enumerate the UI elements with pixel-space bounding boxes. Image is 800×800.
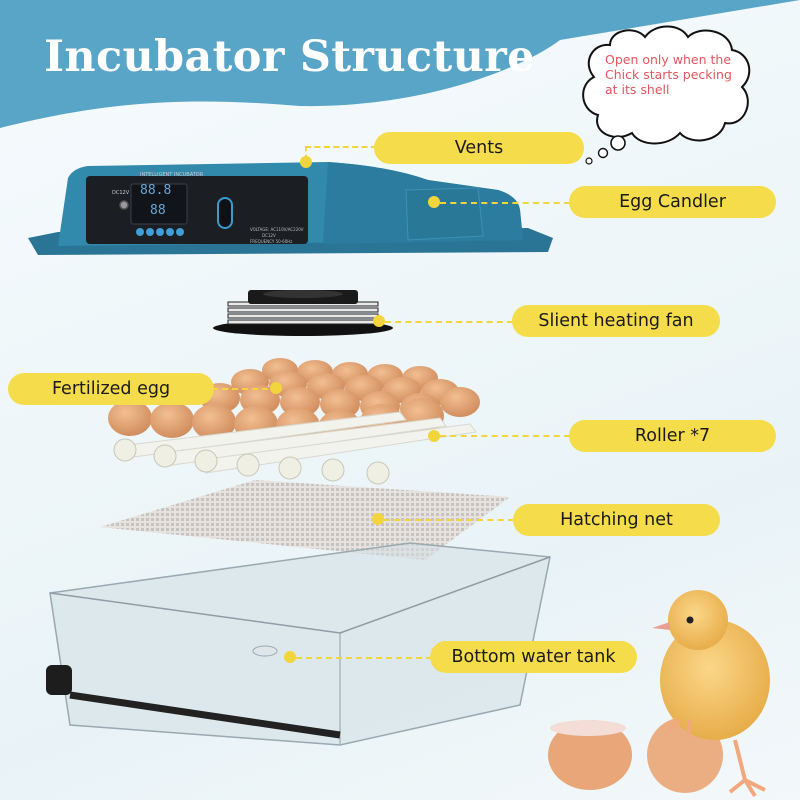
vents-leader-h xyxy=(305,146,377,148)
humidity-display: 88 xyxy=(150,203,166,218)
heating-fan-marker xyxy=(373,315,385,327)
thought-bubble-text: Open only when the Chick starts pecking … xyxy=(605,52,732,97)
vents-leader-v xyxy=(305,146,307,160)
hatching-net-leader xyxy=(384,519,514,521)
vents-marker xyxy=(300,156,312,168)
spec-line-2: DC12V xyxy=(262,233,276,238)
spec-line-1: VOLTAGE: AC110V/AC220V xyxy=(250,227,304,232)
water-tank-marker xyxy=(284,651,296,663)
callout-vents: Vents xyxy=(374,132,584,164)
fertilized-egg-leader xyxy=(212,388,278,390)
incubator-lid xyxy=(28,162,553,255)
roller-marker xyxy=(428,430,440,442)
callout-hatching-net: Hatching net xyxy=(513,504,720,536)
spec-line-3: FREQUENCY 50-60Hz xyxy=(250,239,293,244)
hatching-net xyxy=(100,480,510,560)
header-banner xyxy=(0,0,800,128)
fertilized-egg-marker xyxy=(270,382,282,394)
water-tank xyxy=(46,542,551,746)
thought-bubble xyxy=(582,25,751,165)
callout-roller: Roller *7 xyxy=(569,420,776,452)
hatching-net-marker xyxy=(372,513,384,525)
egg-candler-marker xyxy=(428,196,440,208)
callout-water-tank: Bottom water tank xyxy=(430,641,637,673)
water-tank-leader xyxy=(296,657,432,659)
control-panel-brand: INTELLIGENT INCUBATOR xyxy=(140,172,204,178)
callout-egg-candler: Egg Candler xyxy=(569,186,776,218)
roller-leader xyxy=(440,435,570,437)
heating-fan-leader xyxy=(385,321,513,323)
power-port-label: DC12V xyxy=(112,190,130,196)
callout-heating-fan: Slient heating fan xyxy=(512,305,720,337)
heating-fan xyxy=(213,290,393,336)
egg-candler-leader xyxy=(440,202,570,204)
egg-tray xyxy=(108,358,480,485)
chick-illustration xyxy=(548,590,770,798)
callout-fertilized-egg: Fertilized egg xyxy=(8,373,214,405)
page-title: Incubator Structure xyxy=(44,32,535,82)
temperature-display: 88.8 xyxy=(140,183,172,198)
